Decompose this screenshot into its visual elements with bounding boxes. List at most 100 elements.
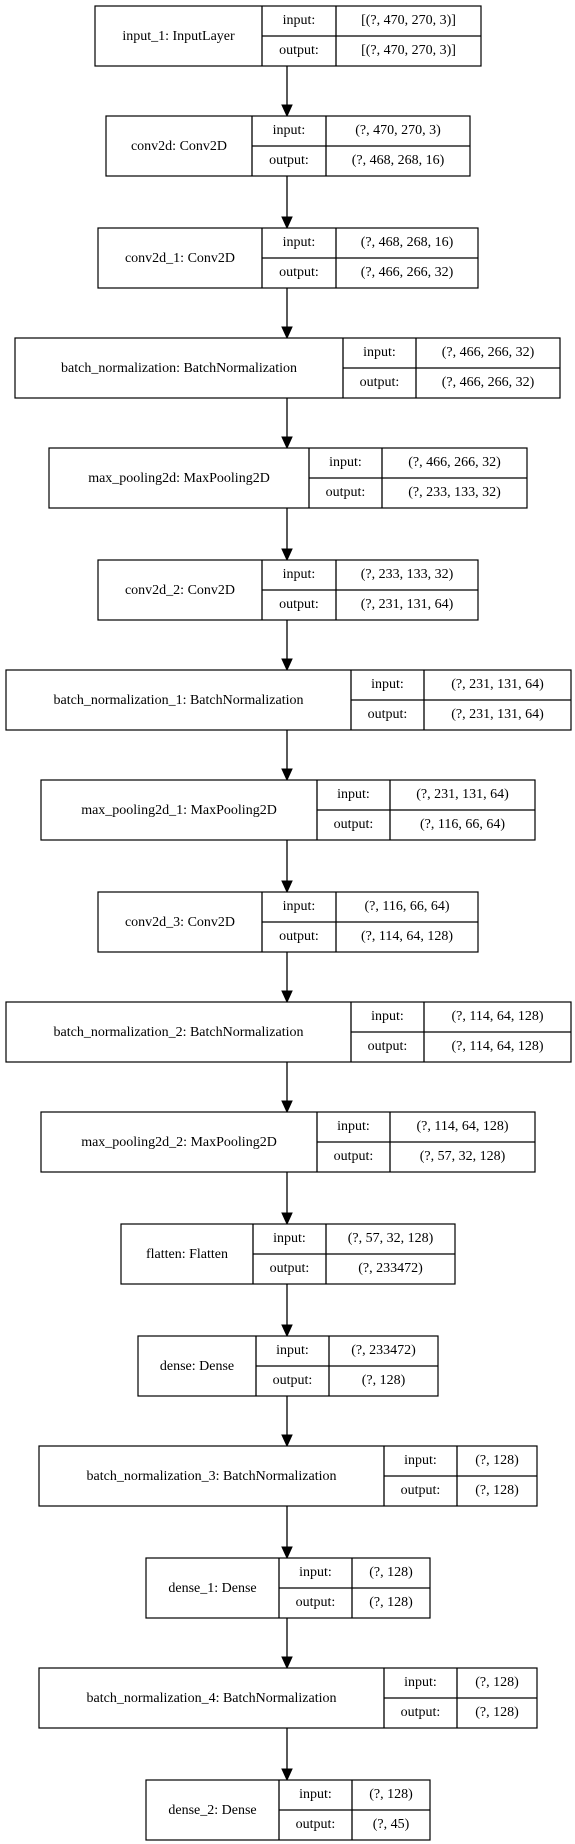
arrow-head: [281, 1656, 293, 1670]
input-label: input:: [329, 455, 362, 470]
output-shape: (?, 128): [475, 1483, 519, 1498]
output-label: output:: [279, 265, 319, 280]
output-label: output:: [296, 1817, 336, 1832]
input-shape: [(?, 470, 270, 3)]: [361, 13, 456, 28]
layer-name: max_pooling2d: MaxPooling2D: [88, 471, 270, 486]
output-shape: (?, 231, 131, 64): [451, 707, 544, 722]
input-label: input:: [363, 345, 396, 360]
output-label: output:: [273, 1373, 313, 1388]
layer-name: batch_normalization_4: BatchNormalizatio…: [87, 1691, 337, 1706]
layer-name: max_pooling2d_2: MaxPooling2D: [81, 1135, 277, 1150]
input-label: input:: [371, 1009, 404, 1024]
input-shape: (?, 116, 66, 64): [364, 899, 449, 914]
input-shape: (?, 128): [369, 1787, 413, 1802]
layer-name: batch_normalization_3: BatchNormalizatio…: [87, 1469, 337, 1484]
input-shape: (?, 468, 268, 16): [361, 235, 454, 250]
output-shape: (?, 128): [362, 1373, 406, 1388]
input-label: input:: [299, 1565, 332, 1580]
arrow-head: [281, 1434, 293, 1448]
output-label: output:: [368, 707, 408, 722]
layer-node: batch_normalization: BatchNormalizationi…: [14, 337, 561, 399]
output-label: output:: [334, 817, 374, 832]
layer-name: conv2d_1: Conv2D: [125, 251, 235, 266]
output-shape: (?, 128): [475, 1705, 519, 1720]
input-label: input:: [283, 567, 316, 582]
arrow-head: [281, 1546, 293, 1560]
input-shape: (?, 57, 32, 128): [348, 1231, 434, 1246]
output-label: output:: [279, 43, 319, 58]
layer-node: input_1: InputLayer input: output: [(?, 470…: [94, 5, 482, 67]
layer-node: batch_normalization_1: BatchNormalizatio…: [5, 669, 572, 731]
output-label: output:: [270, 1261, 310, 1276]
output-shape: (?, 116, 66, 64): [420, 817, 505, 832]
layer-node: max_pooling2d_2: MaxPooling2D input: outpu…: [40, 1111, 536, 1173]
arrow-head: [281, 990, 293, 1004]
layer-node: max_pooling2d_1: MaxPooling2D input: outpu…: [40, 779, 536, 841]
layer-name: batch_normalization_1: BatchNormalizatio…: [54, 693, 304, 708]
input-shape: (?, 233472): [351, 1343, 416, 1358]
layer-name: max_pooling2d_1: MaxPooling2D: [81, 803, 277, 818]
input-label: input:: [299, 1787, 332, 1802]
layer-node: conv2d_1: Conv2D input: output: (?, 468, 26…: [97, 227, 479, 289]
arrow-head: [281, 658, 293, 672]
layer-name: conv2d_2: Conv2D: [125, 583, 235, 598]
output-label: output:: [368, 1039, 408, 1054]
input-label: input:: [283, 13, 316, 28]
input-label: input:: [276, 1343, 309, 1358]
input-shape: (?, 128): [369, 1565, 413, 1580]
output-shape: (?, 468, 268, 16): [352, 153, 445, 168]
input-shape: (?, 233, 133, 32): [361, 567, 454, 582]
output-shape: (?, 114, 64, 128): [361, 929, 453, 944]
arrow-head: [281, 1768, 293, 1782]
arrow-head: [281, 548, 293, 562]
layer-node: batch_normalization_4: BatchNormalizatio…: [38, 1667, 538, 1729]
arrow-head: [281, 768, 293, 782]
output-label: output:: [269, 153, 309, 168]
arrow-head: [281, 326, 293, 340]
layer-name: flatten: Flatten: [146, 1247, 228, 1262]
output-label: output:: [279, 929, 319, 944]
output-label: output:: [334, 1149, 374, 1164]
input-label: input:: [371, 677, 404, 692]
output-label: output:: [401, 1705, 441, 1720]
arrow-head: [281, 436, 293, 450]
input-shape: (?, 470, 270, 3): [355, 123, 441, 138]
output-shape: (?, 466, 266, 32): [442, 375, 535, 390]
output-shape: (?, 57, 32, 128): [420, 1149, 506, 1164]
output-shape: (?, 466, 266, 32): [361, 265, 454, 280]
input-label: input:: [337, 787, 370, 802]
arrow-head: [281, 1324, 293, 1338]
layer-name: batch_normalization_2: BatchNormalizatio…: [54, 1025, 304, 1040]
input-shape: (?, 114, 64, 128): [451, 1009, 543, 1024]
output-shape: (?, 231, 131, 64): [361, 597, 454, 612]
arrow-head: [281, 104, 293, 118]
arrow-head: [281, 216, 293, 230]
layer-node: batch_normalization_2: BatchNormalizatio…: [5, 1001, 572, 1063]
input-shape: (?, 114, 64, 128): [416, 1119, 508, 1134]
input-label: input:: [283, 235, 316, 250]
layer-name: dense_1: Dense: [168, 1581, 256, 1596]
output-label: output:: [326, 485, 366, 500]
layer-name: input_1: InputLayer: [122, 29, 235, 44]
output-shape: (?, 233, 133, 32): [408, 485, 501, 500]
layer-name: conv2d: Conv2D: [131, 139, 227, 154]
output-shape: (?, 233472): [358, 1261, 423, 1276]
input-shape: (?, 128): [475, 1453, 519, 1468]
arrow-head: [281, 1100, 293, 1114]
layer-name: dense: Dense: [160, 1359, 234, 1374]
input-shape: (?, 128): [475, 1675, 519, 1690]
output-shape: (?, 45): [373, 1817, 410, 1832]
arrow-head: [281, 1212, 293, 1226]
input-label: input:: [283, 899, 316, 914]
input-label: input:: [337, 1119, 370, 1134]
output-label: output:: [401, 1483, 441, 1498]
layer-node: dense: Dense input: output: (?, 233472) (?, …: [137, 1335, 439, 1397]
layer-node: max_pooling2d: MaxPooling2D input: output:…: [48, 447, 528, 509]
